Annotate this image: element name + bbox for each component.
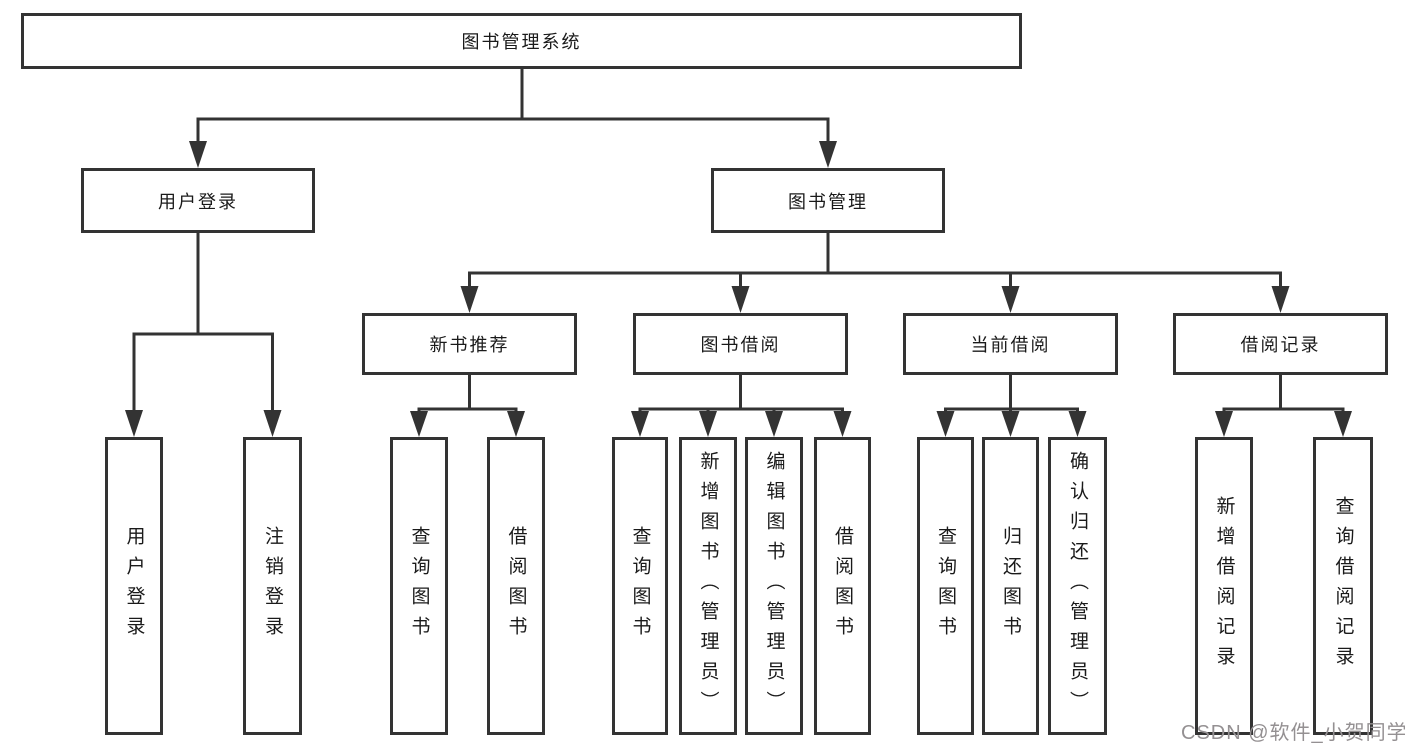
- leaf-user-login: 用户登录: [105, 437, 163, 735]
- node-system-root-label: 图书管理系统: [461, 32, 582, 52]
- leaf-borrow-add-admin: 新增图书（管理员）: [679, 437, 737, 735]
- leaf-logout-label: 注销登录: [262, 526, 283, 646]
- leaf-borrow-query: 查询图书: [612, 437, 668, 735]
- leaf-logout: 注销登录: [243, 437, 302, 735]
- leaf-current-return-label: 归还图书: [1000, 526, 1021, 646]
- leaf-borrow-borrow-label: 借阅图书: [832, 526, 853, 646]
- leaf-current-confirm-admin: 确认归还（管理员）: [1048, 437, 1107, 735]
- arrowheads: [125, 141, 1352, 437]
- leaf-newbook-query-label: 查询图书: [408, 526, 430, 646]
- node-current-borrow-label: 当前借阅: [970, 335, 1051, 355]
- leaf-records-query-label: 查询借阅记录: [1332, 496, 1354, 676]
- csdn-watermark: CSDN @软件_小贺同学: [1181, 722, 1405, 744]
- node-borrow-records-label: 借阅记录: [1240, 335, 1321, 355]
- node-user-login-label: 用户登录: [158, 191, 238, 212]
- leaf-records-add-label: 新增借阅记录: [1213, 496, 1235, 676]
- node-system-root: 图书管理系统: [21, 13, 1022, 69]
- node-book-management-label: 图书管理: [788, 191, 868, 212]
- node-new-book-recommend: 新书推荐: [362, 313, 577, 375]
- leaf-borrow-edit-admin-label: 编辑图书（管理员）: [763, 451, 785, 721]
- leaf-borrow-query-label: 查询图书: [629, 526, 651, 646]
- node-borrow-records: 借阅记录: [1173, 313, 1388, 375]
- leaf-borrow-add-admin-label: 新增图书（管理员）: [697, 451, 719, 721]
- node-book-management: 图书管理: [711, 168, 945, 233]
- node-current-borrow: 当前借阅: [903, 313, 1118, 375]
- leaf-newbook-borrow: 借阅图书: [487, 437, 545, 735]
- leaf-current-confirm-admin-label: 确认归还（管理员）: [1067, 451, 1088, 721]
- leaf-current-query-label: 查询图书: [935, 526, 956, 646]
- leaf-user-login-label: 用户登录: [123, 526, 145, 646]
- node-book-borrow-label: 图书借阅: [700, 335, 781, 355]
- node-book-borrow: 图书借阅: [633, 313, 848, 375]
- leaf-borrow-borrow: 借阅图书: [814, 437, 871, 735]
- leaf-records-query: 查询借阅记录: [1313, 437, 1373, 735]
- node-new-book-recommend-label: 新书推荐: [429, 335, 510, 355]
- leaf-newbook-query: 查询图书: [390, 437, 448, 735]
- leaf-current-return: 归还图书: [982, 437, 1039, 735]
- leaf-newbook-borrow-label: 借阅图书: [505, 526, 527, 646]
- leaf-current-query: 查询图书: [917, 437, 974, 735]
- node-user-login: 用户登录: [81, 168, 315, 233]
- leaf-borrow-edit-admin: 编辑图书（管理员）: [745, 437, 803, 735]
- leaf-records-add: 新增借阅记录: [1195, 437, 1253, 735]
